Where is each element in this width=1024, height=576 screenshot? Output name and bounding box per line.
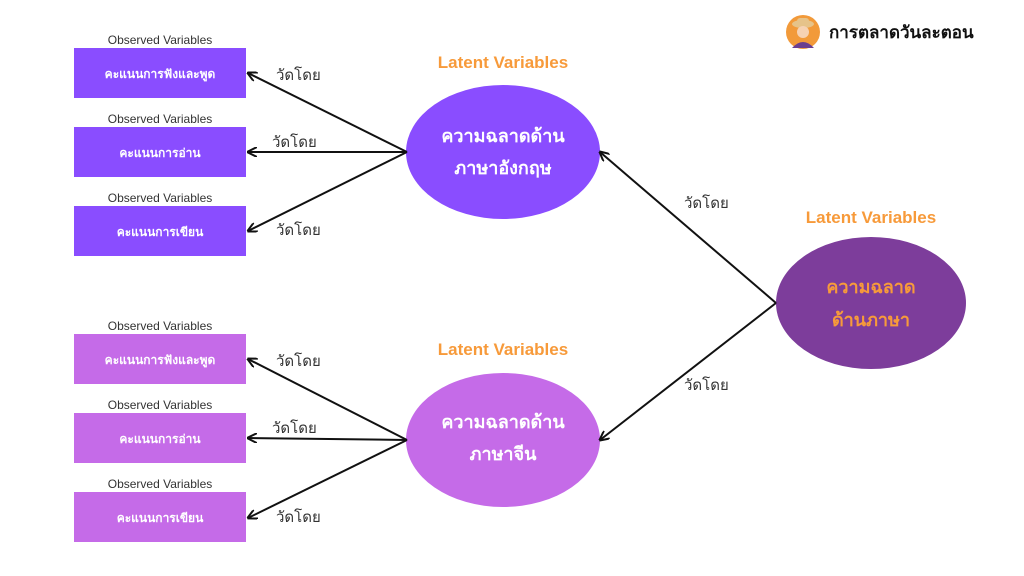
arrow — [248, 439, 408, 518]
edge-label: วัดโดย — [276, 66, 321, 84]
arrow — [248, 359, 408, 441]
edge-label: วัดโดย — [276, 221, 321, 239]
observed-caption: Observed Variables — [108, 398, 213, 412]
observed-label: คะแนนการอ่าน — [119, 146, 201, 160]
observed-caption: Observed Variables — [108, 477, 213, 491]
observed-label: คะแนนการฟังและพูด — [105, 67, 216, 82]
observed-box — [74, 413, 246, 463]
observed-caption: Observed Variables — [108, 191, 213, 205]
edge-label: วัดโดย — [684, 376, 729, 394]
observed-caption: Observed Variables — [108, 319, 213, 333]
edge-label: วัดโดย — [276, 352, 321, 370]
edge-label: วัดโดย — [272, 133, 317, 151]
arrow — [600, 152, 777, 304]
latent-label-line2: ภาษาจีน — [470, 444, 537, 465]
observed-label: คะแนนการฟังและพูด — [105, 353, 216, 368]
edge-label: วัดโดย — [684, 194, 729, 212]
latent-label-line2: ด้านภาษา — [832, 310, 910, 331]
arrow — [248, 151, 408, 231]
brand-name: การตลาดวันละตอน — [829, 23, 974, 43]
observed-box — [74, 127, 246, 177]
observed-box — [74, 334, 246, 384]
latent-label-line2: ภาษาอังกฤษ — [454, 158, 551, 179]
observed-box — [74, 206, 246, 256]
arrow — [248, 438, 408, 440]
arrow — [248, 73, 408, 153]
group-overall: Latent Variables ความฉลาด ด้านภาษา วัดโด… — [600, 152, 966, 440]
latent-node-english — [406, 85, 600, 219]
arrow — [600, 302, 777, 440]
observed-label: คะแนนการอ่าน — [119, 432, 201, 446]
edge-label: วัดโดย — [272, 419, 317, 437]
latent-node-overall — [776, 237, 966, 369]
group-english: Observed Variables คะแนนการฟังและพูด Obs… — [74, 33, 600, 256]
latent-caption: Latent Variables — [438, 340, 568, 359]
latent-label-line1: ความฉลาดด้าน — [441, 126, 565, 147]
observed-caption: Observed Variables — [108, 112, 213, 126]
brand-logo: การตลาดวันละตอน — [786, 15, 974, 49]
latent-label-line1: ความฉลาด — [826, 277, 915, 298]
observed-box — [74, 492, 246, 542]
edge-label: วัดโดย — [276, 508, 321, 526]
observed-caption: Observed Variables — [108, 33, 213, 47]
group-chinese: Observed Variables คะแนนการฟังและพูด Obs… — [74, 319, 600, 542]
observed-box — [74, 48, 246, 98]
latent-label-line1: ความฉลาดด้าน — [441, 412, 565, 433]
latent-node-chinese — [406, 373, 600, 507]
latent-caption: Latent Variables — [806, 208, 936, 227]
latent-caption: Latent Variables — [438, 53, 568, 72]
person-with-hat-avatar-icon — [792, 18, 814, 48]
observed-label: คะแนนการเขียน — [117, 511, 204, 525]
observed-label: คะแนนการเขียน — [117, 225, 204, 239]
